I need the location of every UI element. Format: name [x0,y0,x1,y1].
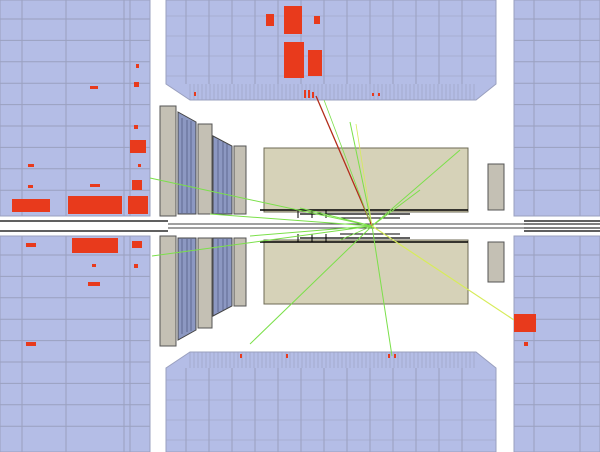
energy-deposit [194,92,196,96]
energy-deposit [12,199,50,212]
energy-deposit [308,50,322,76]
energy-deposit [284,42,304,78]
right-calorimeter [513,0,600,452]
energy-deposit [388,354,390,358]
energy-deposit [128,196,148,214]
energy-deposit [26,342,36,346]
right-forward-module-lower [487,241,505,283]
energy-deposit [132,241,142,248]
track [323,99,371,223]
track [315,95,373,227]
energy-deposit [132,180,142,190]
track [299,207,373,227]
energy-deposit [68,196,122,214]
energy-deposit [138,164,141,167]
energy-deposit [378,93,380,96]
energy-deposit [134,125,138,129]
energy-deposit [284,6,302,34]
energy-deposit [72,238,118,253]
right-calorimeter-lower [513,235,600,452]
energy-deposit [28,164,34,167]
left-calorimeter-lower [0,235,151,452]
bottom-barrel-body [165,351,497,452]
energy-deposit [304,90,306,98]
energy-deposit [308,90,310,98]
beam-line [0,220,600,232]
left-calorimeter-upper [0,0,151,217]
left-calorimeter [0,0,151,452]
track [371,189,421,227]
energy-deposit [90,86,98,89]
left-endcap-upper [159,105,247,217]
energy-deposit [314,16,320,24]
energy-deposit [394,354,396,358]
energy-deposit [240,354,242,358]
energy-deposit [92,264,96,267]
track [349,121,373,227]
top-barrel-calorimeter [165,0,497,101]
energy-deposit [90,184,100,187]
right-calorimeter-upper [513,0,600,217]
track [209,213,373,227]
energy-deposit [88,282,100,286]
track [151,225,373,257]
particle-tracks [149,95,515,357]
energy-deposit [28,185,33,188]
energy-deposit [134,264,138,268]
track [355,123,373,227]
inner-detector-lower [263,239,469,305]
energy-deposit [372,93,374,96]
energy-deposit [134,82,139,87]
bottom-barrel-calorimeter [165,351,497,452]
track [339,225,373,241]
track [249,225,373,345]
energy-deposit [266,14,274,26]
track [371,225,393,357]
track [371,225,515,321]
energy-deposit [514,314,536,332]
track [149,177,373,227]
track [371,149,461,227]
energy-deposit [130,140,146,153]
top-barrel-body [165,0,497,101]
energy-deposit [26,243,36,247]
energy-deposit [524,342,528,346]
right-forward-module-upper [487,163,505,211]
energy-deposit [136,64,139,68]
energy-deposit [286,354,288,358]
track [249,225,373,237]
energy-deposit [312,92,314,98]
energy-deposits [12,6,536,358]
left-endcap-lower [159,235,247,347]
inner-detector-upper [263,147,469,213]
